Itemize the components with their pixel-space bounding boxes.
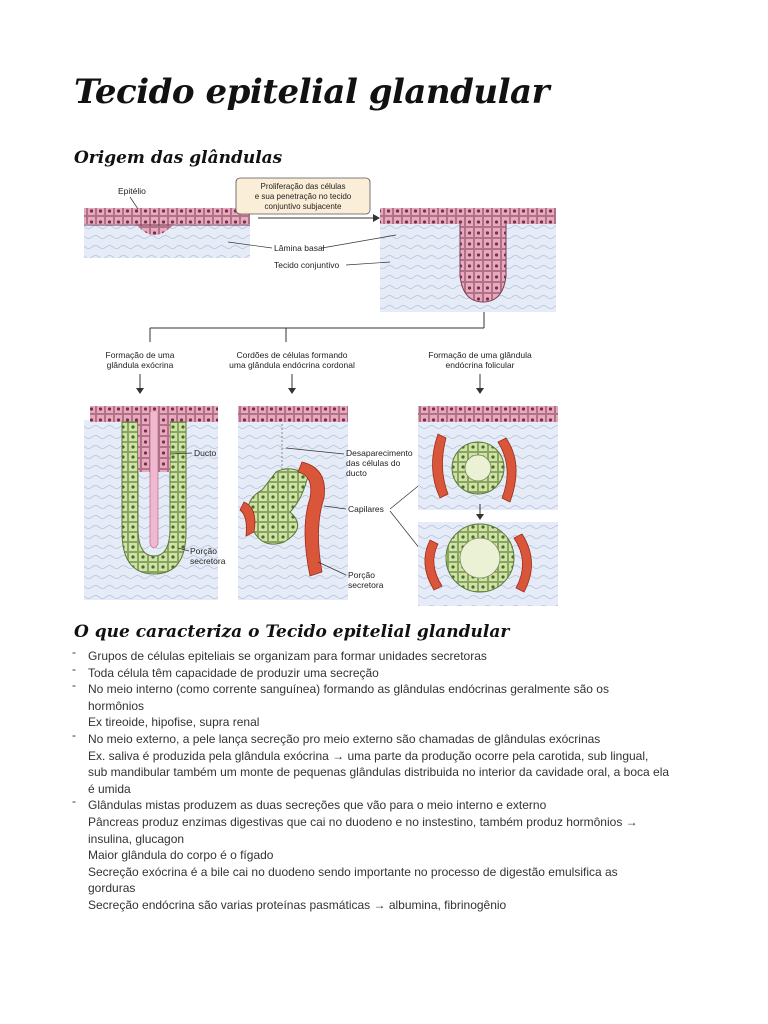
list-item-line: sub mandibular também um monte de pequen…: [88, 765, 670, 780]
list-item-line: gorduras: [88, 881, 136, 896]
list-item-line: Grupos de células epiteliais se organiza…: [88, 649, 487, 663]
label-tecido: Tecido conjuntivo: [274, 260, 339, 270]
box-line-2: e sua penetração no tecido: [255, 192, 352, 201]
label-porcao-2b: secretora: [348, 580, 384, 590]
list-item: - Toda célula têm capacidade de produzir…: [70, 662, 710, 682]
branch-3-line-2: endócrina folicular: [446, 360, 515, 370]
list-item-line: Secreção endócrina são varias proteínas …: [88, 897, 507, 912]
label-porcao-1b: secretora: [190, 556, 226, 566]
label-lamina: Lâmina basal: [274, 243, 325, 253]
box-line-3: conjuntivo subjacente: [265, 202, 342, 211]
label-porcao-2a: Porção: [348, 570, 375, 580]
section-heading-characteristics: O que caracteriza o Tecido epitelial gla…: [74, 622, 510, 642]
label-ducto: Ducto: [194, 448, 216, 458]
arrow-down-icon: [476, 388, 484, 394]
branch-1-line-1: Formação de uma: [106, 350, 175, 360]
label-capilares: Capilares: [348, 504, 384, 514]
list-item: - Glândulas mistas produzem as duas secr…: [70, 794, 710, 913]
branch-2-line-2: uma glândula endócrina cordonal: [229, 360, 355, 370]
list-item: - Grupos de células epiteliais se organi…: [70, 645, 710, 665]
branch-3-line-1: Formação de uma glândula: [428, 350, 532, 360]
epithelium-stage-2: [380, 208, 556, 312]
characteristics-list: - Grupos de células epiteliais se organi…: [70, 645, 710, 914]
label-desap-3: ducto: [346, 468, 367, 478]
list-item-line: Ex tireoide, hipofise, supra renal: [88, 715, 260, 730]
list-item: - No meio externo, a pele lança secreção…: [70, 728, 710, 797]
cordonal-gland-illustration: [238, 406, 348, 600]
page-title: Tecido epitelial glandular: [74, 72, 550, 112]
branch-2-line-1: Cordões de células formando: [236, 350, 347, 360]
list-item-line: No meio externo, a pele lança secreção p…: [88, 731, 601, 746]
list-item-line: Pâncreas produz enzimas digestivas que c…: [88, 814, 638, 829]
arrow-right-icon: [373, 214, 380, 222]
branch-1-line-2: glândula exócrina: [107, 360, 174, 370]
list-item-line: No meio interno (como corrente sanguínea…: [88, 682, 609, 697]
proliferation-box: [235, 177, 371, 215]
list-item-line: insulina, glucagon: [88, 831, 185, 846]
list-item-line: Toda célula têm capacidade de produzir u…: [88, 665, 379, 680]
list-item-line: Secreção exócrina é a bile cai no duoden…: [88, 864, 618, 879]
list-item-line: é umida: [88, 781, 131, 796]
arrow-down-icon: [476, 514, 484, 520]
exocrine-gland-illustration: [84, 406, 218, 600]
follicular-gland-illustration: [418, 406, 558, 606]
list-item-line: Glândulas mistas produzem as duas secreç…: [88, 798, 547, 813]
section-heading-origin: Origem das glândulas: [74, 148, 283, 168]
box-line-1: Proliferação das células: [261, 182, 346, 191]
label-desap-1: Desaparecimento: [346, 448, 413, 458]
list-item-line: hormônios: [88, 698, 145, 713]
arrow-down-icon: [136, 388, 144, 394]
list-item-line: Ex. saliva é produzida pela glândula exó…: [88, 748, 649, 763]
list-item: - No meio interno (como corrente sanguín…: [70, 678, 710, 731]
epithelium-stage-1: [84, 208, 250, 258]
list-item-line: Maior glândula do corpo é o fígado: [88, 848, 274, 863]
label-porcao-1a: Porção: [190, 546, 217, 556]
arrow-down-icon: [288, 388, 296, 394]
label-desap-2: das células do: [346, 458, 401, 468]
label-epitelio: Epitélio: [118, 186, 146, 196]
gland-formation-diagram: Epitélio Proliferação das células e sua …: [84, 177, 558, 606]
